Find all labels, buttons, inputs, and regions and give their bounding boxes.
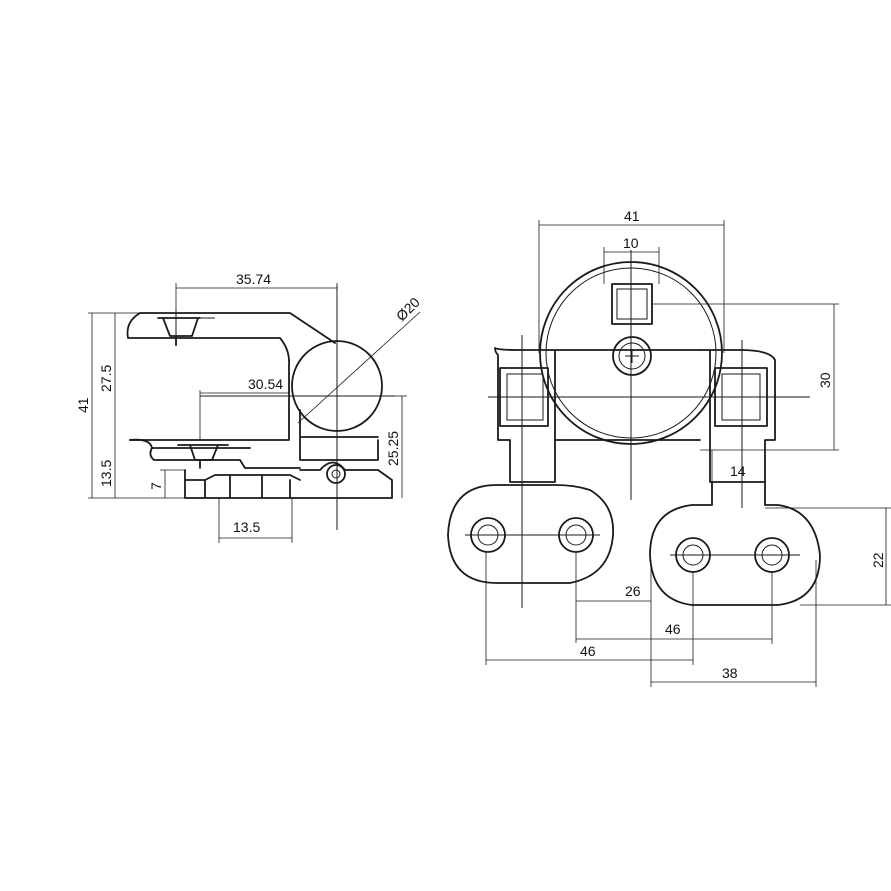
front-square-hole-inner — [616, 288, 648, 320]
dim-front-30: 30 — [652, 303, 839, 451]
front-body — [494, 347, 556, 483]
dim-7-label: 7 — [148, 482, 164, 490]
dim-diameter-label: Ø20 — [393, 294, 423, 324]
side-base-block — [184, 469, 393, 499]
dim-front-46-lower: 46 — [485, 552, 694, 665]
dim-side-41-label: 41 — [75, 397, 91, 413]
dim-35-74-label: 35.74 — [236, 271, 271, 287]
side-view: 35.74 30.54 Ø20 41 27.5 13.5 — [75, 271, 423, 543]
dim-25-25-label: 25.25 — [385, 431, 401, 466]
dim-13-5-horizontal-label: 13.5 — [233, 519, 260, 535]
dim-13-5-horizontal: 13.5 — [218, 498, 293, 543]
dim-27-5: 27.5 — [98, 313, 116, 440]
front-left-plate — [447, 484, 614, 584]
dim-front-14-label: 14 — [730, 463, 746, 479]
dim-30-54-label: 30.54 — [248, 376, 283, 392]
side-lower-screw — [177, 444, 229, 469]
dim-front-14: 14 — [711, 450, 766, 487]
dim-front-26-label: 26 — [625, 583, 641, 599]
dim-front-26: 26 — [575, 552, 651, 643]
dim-side-41: 41 — [75, 312, 185, 499]
dim-front-30-label: 30 — [817, 372, 833, 388]
dim-front-22-label: 22 — [870, 552, 886, 568]
dim-front-10-label: 10 — [623, 235, 639, 251]
dim-13-5-vertical-label: 13.5 — [98, 460, 114, 487]
dim-front-38: 38 — [650, 560, 817, 687]
dim-front-10: 10 — [603, 235, 660, 284]
dim-13-5-vertical: 13.5 — [98, 440, 116, 498]
dim-front-46-upper-label: 46 — [665, 621, 681, 637]
side-diameter-leader — [297, 311, 421, 424]
dim-7: 7 — [148, 469, 185, 498]
dim-30-54: 30.54 — [199, 376, 290, 440]
dim-front-46-upper: 46 — [576, 572, 773, 644]
front-right-plate — [649, 481, 821, 606]
dim-35-74: 35.74 — [175, 271, 338, 310]
dim-front-22: 22 — [765, 507, 891, 606]
front-view: 41 10 30 14 22 — [447, 208, 891, 687]
dim-27-5-label: 27.5 — [98, 365, 114, 392]
side-top-arm — [126, 312, 336, 441]
dim-25-25: 25.25 — [385, 395, 407, 498]
side-base-nut — [326, 464, 346, 484]
side-lower-arm — [129, 438, 301, 469]
dim-front-46-lower-label: 46 — [580, 643, 596, 659]
dim-front-41-label: 41 — [624, 208, 640, 224]
side-top-screw — [157, 310, 215, 346]
dim-front-38-label: 38 — [722, 665, 738, 681]
side-right-body — [299, 409, 393, 499]
front-body-mid — [554, 349, 701, 441]
dim-front-41: 41 — [538, 208, 725, 353]
front-square-hole — [611, 283, 653, 325]
front-center-screw — [612, 336, 652, 376]
